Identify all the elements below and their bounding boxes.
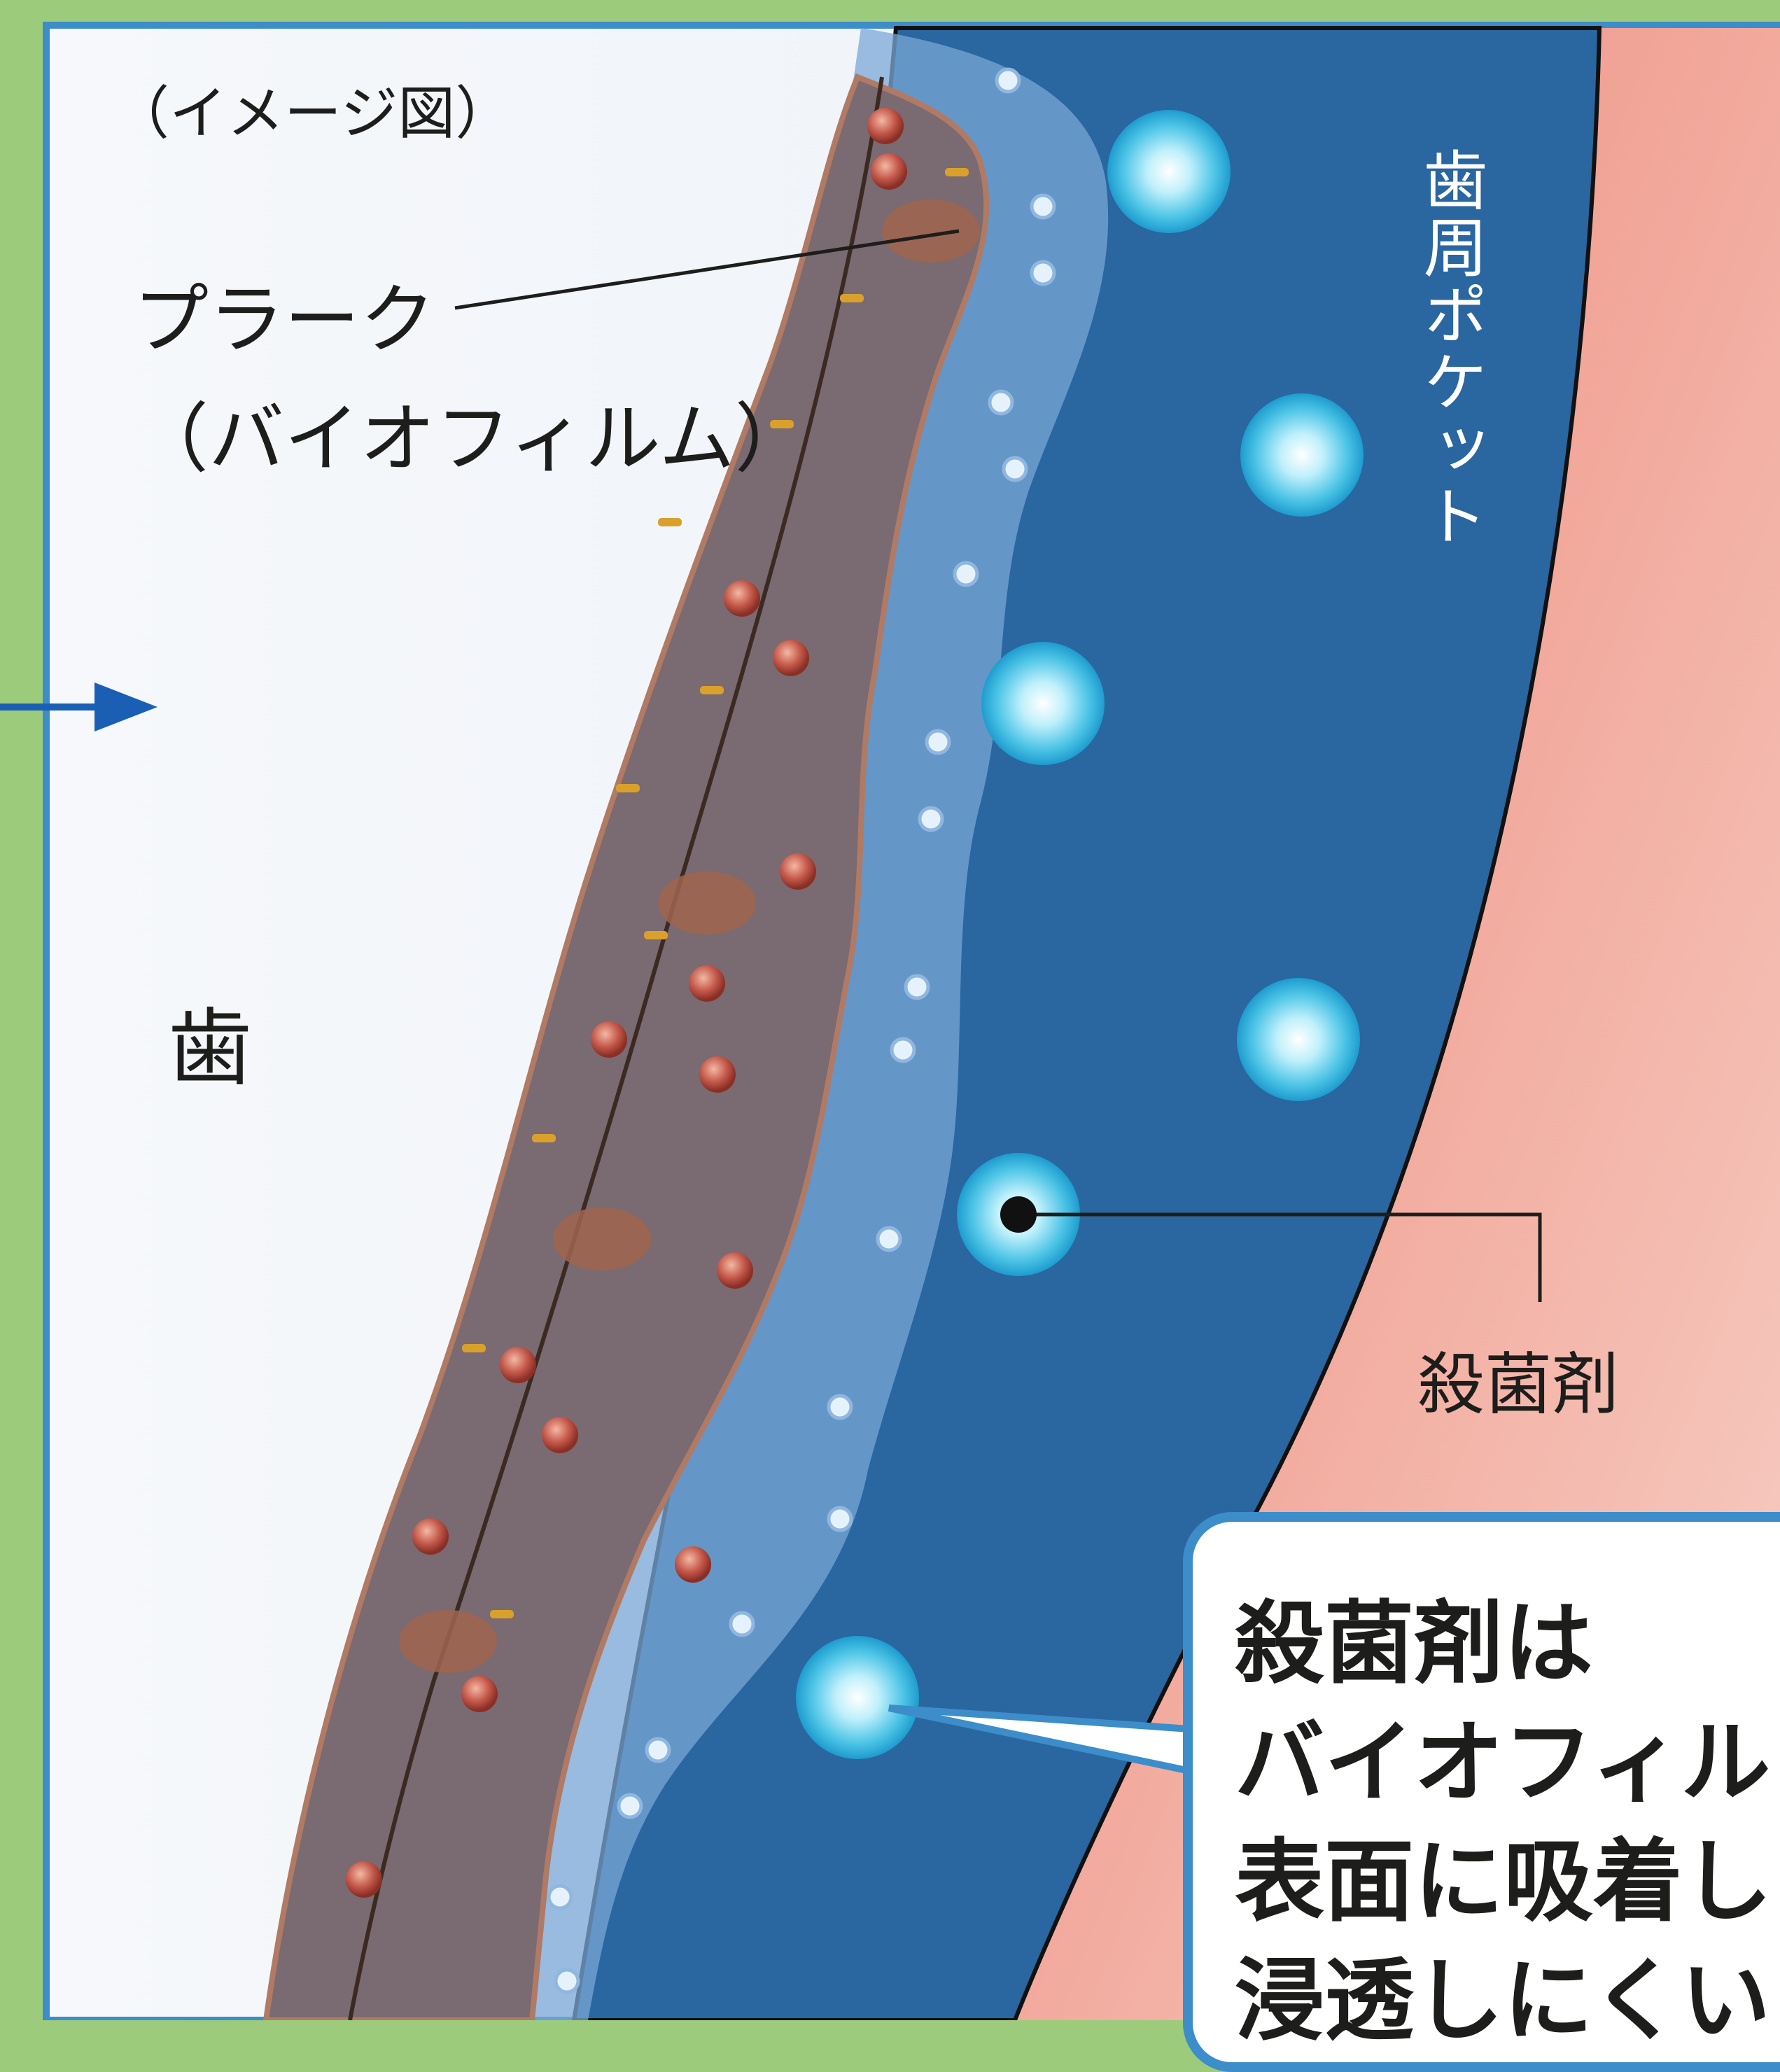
bactericide-label: 殺菌剤	[1417, 1345, 1619, 1424]
bubble-icon	[617, 1793, 643, 1819]
bactericide-molecule-icon	[1107, 110, 1231, 233]
bacteria-icon	[689, 965, 725, 1002]
bubble-icon	[554, 1968, 580, 1994]
callout-line: 浸透しにくい	[1235, 1949, 1771, 2053]
bubble-icon	[953, 561, 979, 587]
bubble-icon	[645, 1737, 671, 1763]
bactericide-marker-dot	[1000, 1196, 1037, 1233]
periodontal-pocket-label: 歯周ポケット	[1413, 147, 1487, 550]
bactericide-molecule-icon	[981, 642, 1105, 765]
bactericide-molecule-icon	[1240, 393, 1364, 517]
callout-line: 表面に吸着し	[1235, 1830, 1773, 1934]
bacteria-icon	[616, 784, 640, 792]
biofilm-label: （バイオフィルム）	[133, 396, 811, 483]
bacteria-icon	[867, 108, 904, 144]
bubble-icon	[918, 806, 944, 832]
bacteria-icon	[717, 1252, 753, 1289]
bactericide-molecule-icon	[1237, 978, 1360, 1101]
tooth-surface-line	[348, 76, 884, 2020]
bubble-icon	[547, 1884, 573, 1910]
bubble-icon	[890, 1037, 916, 1063]
bubble-icon	[1030, 260, 1056, 286]
bubble-icon	[1030, 193, 1056, 220]
small-bubbles	[547, 67, 1056, 1994]
bacteria-icon	[542, 1417, 578, 1453]
bubble-icon	[988, 389, 1014, 416]
bubble-icon	[925, 729, 951, 755]
bacteria-icon	[462, 1344, 486, 1352]
bacteria-icon	[500, 1347, 536, 1383]
bacteria-icon	[412, 1518, 449, 1555]
bacteria-icon	[724, 580, 760, 617]
bacteria-icon	[773, 640, 809, 676]
plaque-leader-line	[454, 229, 960, 310]
bacteria-icon	[840, 294, 864, 302]
bubble-icon	[995, 67, 1021, 94]
bubble-icon	[827, 1506, 853, 1532]
image-caption: （イメージ図）	[112, 80, 513, 147]
tooth-label: 歯	[168, 1000, 252, 1098]
bubble-icon	[1002, 456, 1028, 482]
arrow-right-icon	[0, 682, 157, 732]
bactericide-leader-line	[1018, 1212, 1542, 1302]
callout-line: 殺菌剤は	[1235, 1592, 1594, 1696]
bacteria-icon	[490, 1610, 514, 1618]
bubble-icon	[827, 1394, 853, 1420]
bacteria-icon	[591, 1021, 627, 1058]
bacteria-cluster	[346, 108, 980, 1898]
bubble-icon	[729, 1611, 755, 1637]
bacteria-icon	[553, 1208, 651, 1270]
bacteria-icon	[399, 1610, 497, 1673]
callout-box: 殺菌剤は バイオフィル 表面に吸着し 浸透しにくい	[1183, 1512, 1780, 2072]
bacteria-icon	[644, 931, 668, 939]
bactericide-molecule-icon	[796, 1636, 919, 1759]
bacteria-icon	[532, 1134, 556, 1142]
bubble-icon	[876, 1226, 902, 1252]
plaque-label: プラーク	[133, 276, 436, 364]
bacteria-icon	[945, 168, 969, 176]
bacteria-icon	[658, 518, 682, 526]
bacteria-icon	[346, 1861, 382, 1898]
bubble-icon	[904, 974, 930, 1000]
bacteria-icon	[658, 872, 756, 934]
callout-line: バイオフィル	[1235, 1711, 1771, 1815]
bacteria-icon	[700, 686, 724, 694]
bacteria-icon	[770, 420, 794, 428]
bacteria-icon	[461, 1676, 498, 1712]
bacteria-icon	[871, 153, 907, 190]
bacteria-icon	[780, 853, 816, 890]
bacteria-icon	[699, 1056, 736, 1093]
bacteria-icon	[675, 1546, 711, 1583]
bacteria-icon	[882, 200, 980, 262]
